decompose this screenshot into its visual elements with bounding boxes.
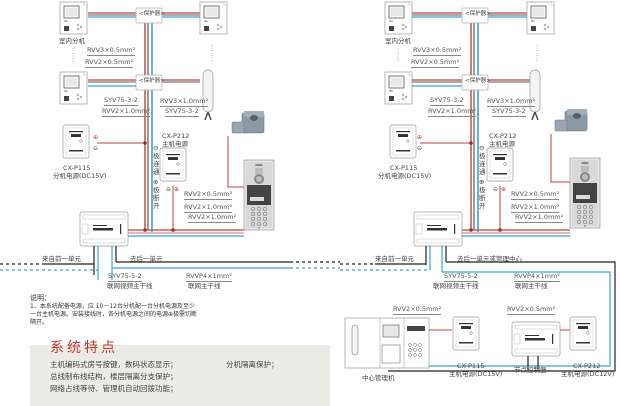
indoor-unit-label: 室内分机 [385,37,411,45]
sub-psu-name: 分机电源(DC15V) [378,172,432,180]
wire-label: RVV2×1.0mm² [184,203,233,213]
sub-psu-name: 分机电源(DC15V) [53,172,107,180]
wire-label: SYV75-3-2 [492,107,526,117]
node-controller-label: 节点控制器 [514,366,547,374]
minus-terminal-icon: ⊖ [166,186,171,193]
negative-connected-note: ⊖极连通 [479,144,486,176]
wire-label: RVV2×1.0mm² [428,107,477,117]
host-psu-name: 主机电源 [162,140,188,148]
wire-label: RVV3×0.5mm² [87,46,136,56]
electric-lock [554,108,588,132]
protector-label: <保护器> [465,78,491,84]
wire-label: RVV3×0.5mm² [413,46,462,56]
trunk-video-wire: SYV75-5-2 [108,272,142,282]
trunk-bus-wire: RVVP4×1mm² [514,272,560,282]
right-unit: ⊕ ⊖ ⊖ ⊕ [340,1,616,372]
wire-label: RVV2×0.5mm² [393,305,442,315]
psu2-model: CX-P212 [573,362,601,370]
trunk-bus-name: 联网主干线 [188,282,221,290]
host-power-supply [569,316,597,351]
host-psu-model: CX-P212 [489,132,517,140]
trunk-video-name: 联网视频主干线 [107,282,153,290]
trunk-bus-name: 联网主干线 [515,282,548,290]
protector-label: <保护器> [139,78,165,84]
indoor-monitor [59,1,88,35]
door-station [569,157,601,229]
feature-item: 总线制布线结构，楼层隔离分支保护； [50,372,178,381]
minus-terminal-icon: ⊖ [417,145,422,152]
electric-lock [231,110,265,134]
trunk-video-wire: SYV75-5-2 [444,272,478,282]
sub-psu-model: CX-P115 [63,164,91,172]
feature-item: 主机编码式房号按键，数码状态显示； [50,360,178,369]
trunk-bus-wire: RVVP4×1mm² [186,272,232,282]
indoor-monitor [59,71,88,105]
sub-power-supply [62,124,90,159]
features-panel [30,345,330,406]
wire-label: RVV2×1.0mm² [188,213,237,223]
door-station [243,159,275,231]
positive-disconnected-note: ⊕极断开 [153,178,160,210]
floor-decoder [79,211,129,247]
node-controller [511,321,561,357]
notes-heading: 说明： [30,294,51,302]
minus-terminal-icon: ⊖ [493,186,498,193]
plus-terminal-icon: ⊕ [174,186,179,193]
to-next-unit-label: 去后一单元或管理中心 [457,255,522,263]
minus-terminal-icon: ⊖ [93,145,98,152]
plus-terminal-icon: ⊕ [417,134,422,141]
wire-label: RVV2×0.5mm² [511,190,560,200]
plus-terminal-icon: ⊕ [93,134,98,141]
protector-label: <保护器> [465,11,491,17]
left-riser [144,22,153,232]
sub-psu-model: CX-P115 [390,164,418,172]
audio-handset [202,69,214,121]
psu2-name: 主机电源(DC12V) [561,370,615,378]
host-psu-name: 主机电源 [489,140,515,148]
psu1-name: 主机电源(DC15V) [449,370,503,378]
protector-label: <保护器> [139,11,165,17]
audio-handset [529,69,541,121]
wire-label: RVV2×0.5mm² [184,190,233,200]
from-previous-unit-label: 来自前一单元 [42,255,81,263]
host-power-supply [452,316,480,351]
floor-decoder [413,211,463,247]
trunk-video-name: 联网视频主干线 [433,282,479,290]
indoor-unit-label: 室内分机 [59,37,85,45]
wire-label: RVV2×0.5mm² [411,58,460,68]
wire-label: RVV2×0.5mm² [507,305,556,315]
wire-label: RVV2×1.0mm² [511,203,560,213]
management-center [344,316,597,371]
to-next-unit-label: 去后一单元 [130,255,163,263]
sub-power-supply [389,124,417,159]
indoor-monitor [384,71,413,105]
feature-item: 网络占线等待、管理机自动回拨功能； [50,384,178,393]
indoor-monitor [526,1,555,35]
management-center-label: 中心管理机 [362,374,395,382]
indoor-monitor [199,1,228,35]
host-power-supply [159,147,187,182]
negative-connected-note: ⊖极连通 [153,144,160,176]
features-title: 系统特点 [50,340,118,356]
host-psu-model: CX-P212 [162,132,190,140]
positive-disconnected-note: ⊕极断开 [479,178,486,210]
wire-label: SYV75-3-2 [430,96,464,106]
indoor-monitor [384,1,413,35]
wire-label: RVV2×0.5mm² [85,58,134,68]
wire-label: SYV75-3-2 [104,96,138,106]
psu1-model: CX-P115 [457,362,485,370]
wire-label: RVV3×1.0mm² [160,97,209,107]
wire-label: RVV3×1.0mm² [487,97,536,107]
host-power-supply [486,147,514,182]
wire-label: RVV2×1.0mm² [515,213,564,223]
wire-label: RVV2×1.0mm² [102,107,151,117]
notes-text: 1、本系统配备电源，应 10－12台分机配一台分机电源及至少一台主机电源。安装接… [30,303,198,326]
plus-terminal-icon: ⊕ [501,186,506,193]
from-previous-unit-label: 来自前一单元 [375,255,414,263]
wire-label: SYV75-3-2 [165,107,199,117]
feature-item: 分机隔离保护； [226,360,279,369]
left-unit: ⊕ ⊖ ⊖ ⊕ [0,1,340,280]
